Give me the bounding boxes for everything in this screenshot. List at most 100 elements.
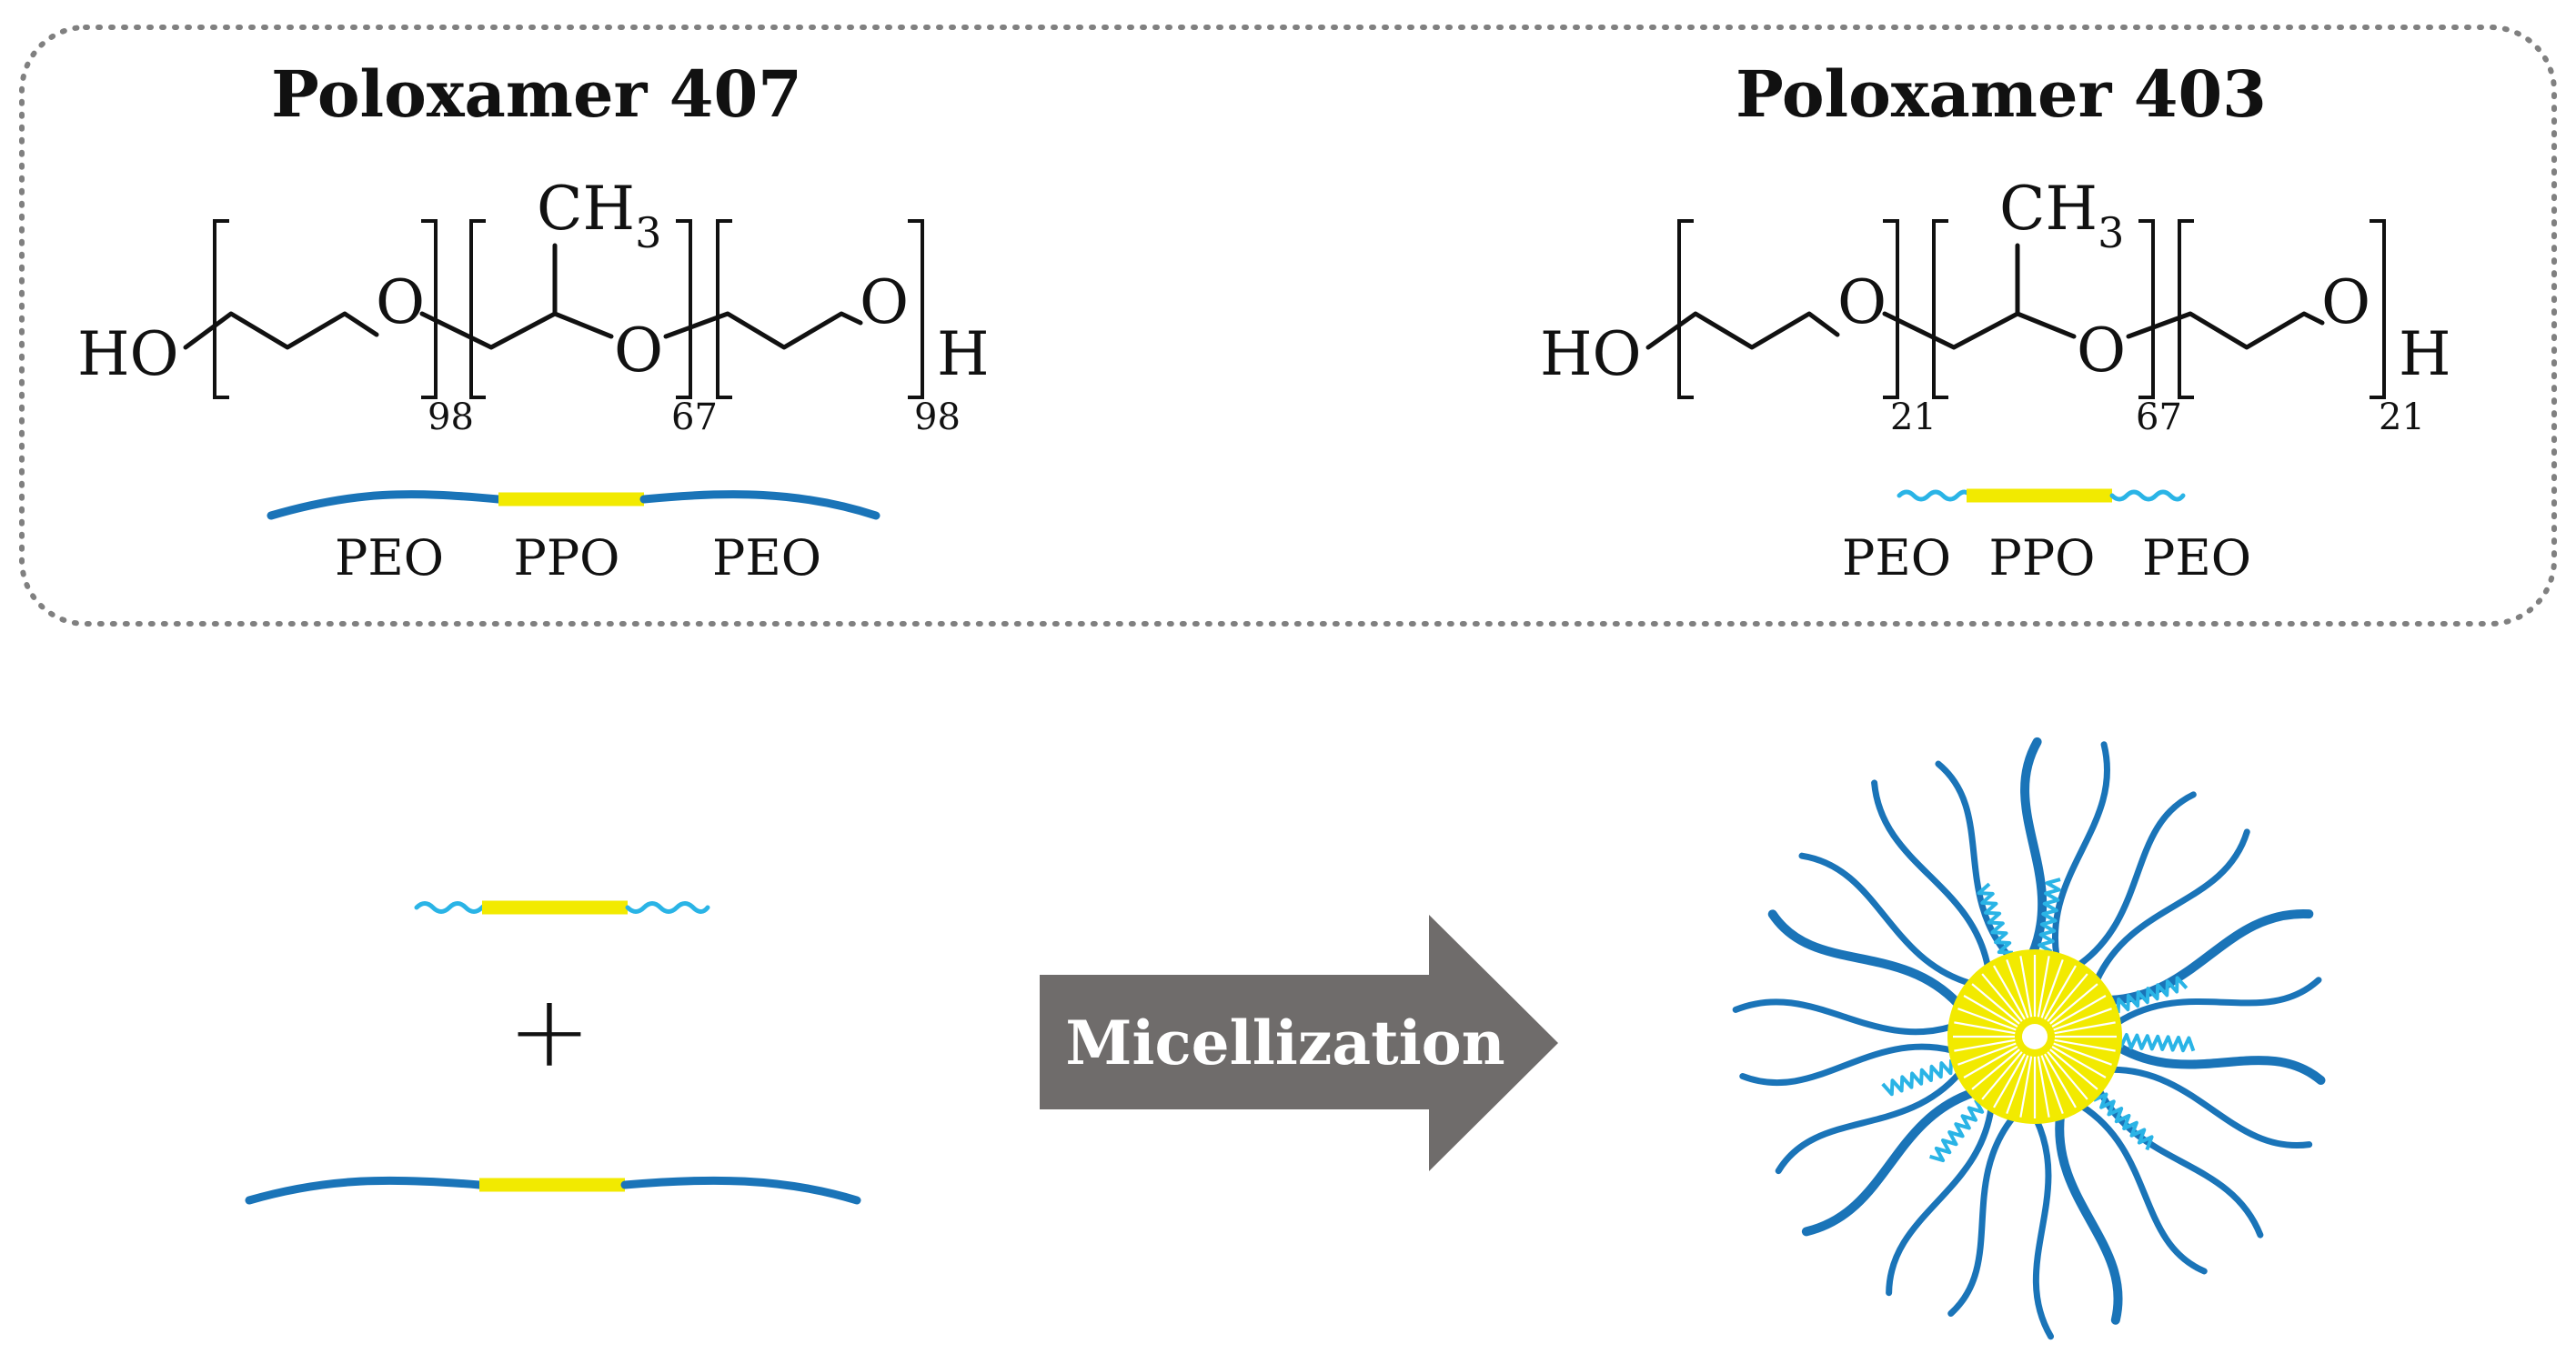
poloxamer-407-title: Poloxamer 407 <box>271 56 802 132</box>
peo-repeat-count: 98 <box>914 396 961 438</box>
peo-repeat-count: 98 <box>428 396 474 438</box>
right-bracket-peo <box>421 219 438 399</box>
hydroxyl-group: HO <box>77 319 179 389</box>
core-ray <box>1971 983 2020 1025</box>
ppo-bond-chain <box>419 311 614 350</box>
peo-bond-chain <box>2126 311 2325 350</box>
core-ray <box>2044 1053 2077 1108</box>
peo-corona-arm <box>1871 779 1992 971</box>
peo-corona-arm <box>2032 1117 2055 1340</box>
peo-block <box>625 901 710 914</box>
peo-short-chain <box>2092 1092 2154 1151</box>
oxygen-atom: O <box>376 267 425 337</box>
core-ray <box>2019 956 2033 1018</box>
poloxamer-403-title: Poloxamer 403 <box>1736 56 2267 132</box>
core-ray <box>2037 956 2050 1018</box>
oxygen-atom: O <box>860 267 909 337</box>
peo-corona-arm <box>1775 1069 1963 1175</box>
core-ray <box>2053 1008 2112 1031</box>
peo-corona-arm <box>2078 1102 2208 1275</box>
micelle-short-chains <box>1881 878 2196 1163</box>
peo-block <box>2109 489 2186 502</box>
poloxamer-407-panel: Poloxamer 407 HO O 98 CH3 O 67 O 98 H <box>77 56 990 587</box>
ppo-repeat-count: 67 <box>2136 396 2182 438</box>
block-label: PPO <box>514 529 620 587</box>
oxygen-atom: O <box>2077 316 2126 386</box>
poloxamer-403-panel: Poloxamer 403 HO O 21 CH3 O 67 O 21 H <box>1540 56 2451 587</box>
peo-corona-arm <box>2113 1042 2326 1085</box>
core-ray <box>1981 973 2023 1022</box>
poloxamer-403-chain-schematic: PEO PPO PEO <box>1842 488 2251 587</box>
peo-block <box>639 490 880 520</box>
left-bracket-ppo <box>469 219 486 399</box>
left-bracket-peo <box>716 219 732 399</box>
core-ray <box>1957 1042 2017 1066</box>
plus-sign: + <box>508 973 591 1089</box>
peo-short-chain <box>1977 882 2014 955</box>
core-ray <box>2054 1038 2116 1052</box>
ppo-repeat-count: 67 <box>671 396 718 438</box>
short-peo-chain-schematic <box>414 900 710 915</box>
arrow-shape <box>1040 915 1558 1171</box>
structures-frame <box>19 25 2557 627</box>
core-ray <box>2051 995 2107 1028</box>
peo-block <box>620 1176 861 1205</box>
core-ray <box>2049 1048 2098 1090</box>
block-label: PEO <box>712 529 821 587</box>
methyl-group: CH3 <box>1999 174 2124 257</box>
core-ray <box>2037 1056 2050 1118</box>
peo-short-chain <box>1929 1098 1985 1163</box>
block-label: PEO <box>1842 529 1951 587</box>
core-ray <box>1963 1046 2018 1078</box>
core-ray <box>2006 959 2029 1018</box>
micelle-core-rays <box>1953 955 2117 1118</box>
peo-corona-arm <box>2108 1066 2313 1149</box>
peo-corona-arm <box>2051 741 2111 959</box>
peo-corona-arm <box>1798 852 1974 987</box>
peo-repeat-count: 21 <box>2379 396 2425 438</box>
micelle <box>1732 737 2326 1340</box>
core-ray <box>1971 1048 2020 1090</box>
peo-corona-arm <box>1739 1043 1956 1087</box>
right-bracket-peo <box>908 219 924 399</box>
left-bracket-peo <box>213 219 229 399</box>
core-ray <box>2047 973 2088 1022</box>
core-ray <box>1954 1038 2016 1052</box>
peo-short-chain <box>1881 1059 1954 1097</box>
oxygen-atom: O <box>614 316 663 386</box>
core-ray <box>2006 1055 2029 1114</box>
core-ray <box>2054 1021 2116 1035</box>
ppo-bond-chain <box>1882 311 2077 350</box>
left-bracket-peo <box>2178 219 2194 399</box>
peo-short-chain <box>2116 976 2189 1014</box>
left-bracket-ppo <box>1932 219 1948 399</box>
core-ray <box>2049 983 2098 1025</box>
core-ray <box>2051 1046 2107 1078</box>
core-ray <box>2053 1042 2112 1066</box>
micelle-center <box>2022 1024 2048 1049</box>
peo-corona-arm <box>1732 998 1956 1036</box>
core-ray <box>2019 1056 2033 1118</box>
right-bracket-peo <box>1883 219 1899 399</box>
peo-bond-chain <box>183 311 379 350</box>
peo-corona-arm <box>1801 1088 1977 1237</box>
methyl-group: CH3 <box>537 174 661 257</box>
peo-block <box>245 1176 484 1205</box>
peo-corona-arm <box>2020 737 2048 958</box>
peo-short-chain <box>2038 878 2061 954</box>
block-label: PPO <box>1989 529 2096 587</box>
core-ray <box>2040 1055 2064 1114</box>
micellization-arrow: Micellization <box>1040 915 1558 1171</box>
core-ray <box>1993 965 2026 1020</box>
core-ray <box>2044 965 2077 1020</box>
peo-short-chain <box>2118 1033 2196 1053</box>
peo-bond-chain <box>1645 311 1840 350</box>
poloxamer-403-structure: HO O 21 CH3 O 67 O 21 H <box>1540 174 2451 438</box>
poloxamer-407-chain-schematic: PEO PPO PEO <box>267 490 880 587</box>
core-ray <box>1957 1008 2017 1031</box>
core-ray <box>2040 959 2064 1018</box>
peo-block <box>1897 489 1973 502</box>
peo-bond-chain <box>663 311 863 350</box>
core-ray <box>1981 1051 2023 1100</box>
